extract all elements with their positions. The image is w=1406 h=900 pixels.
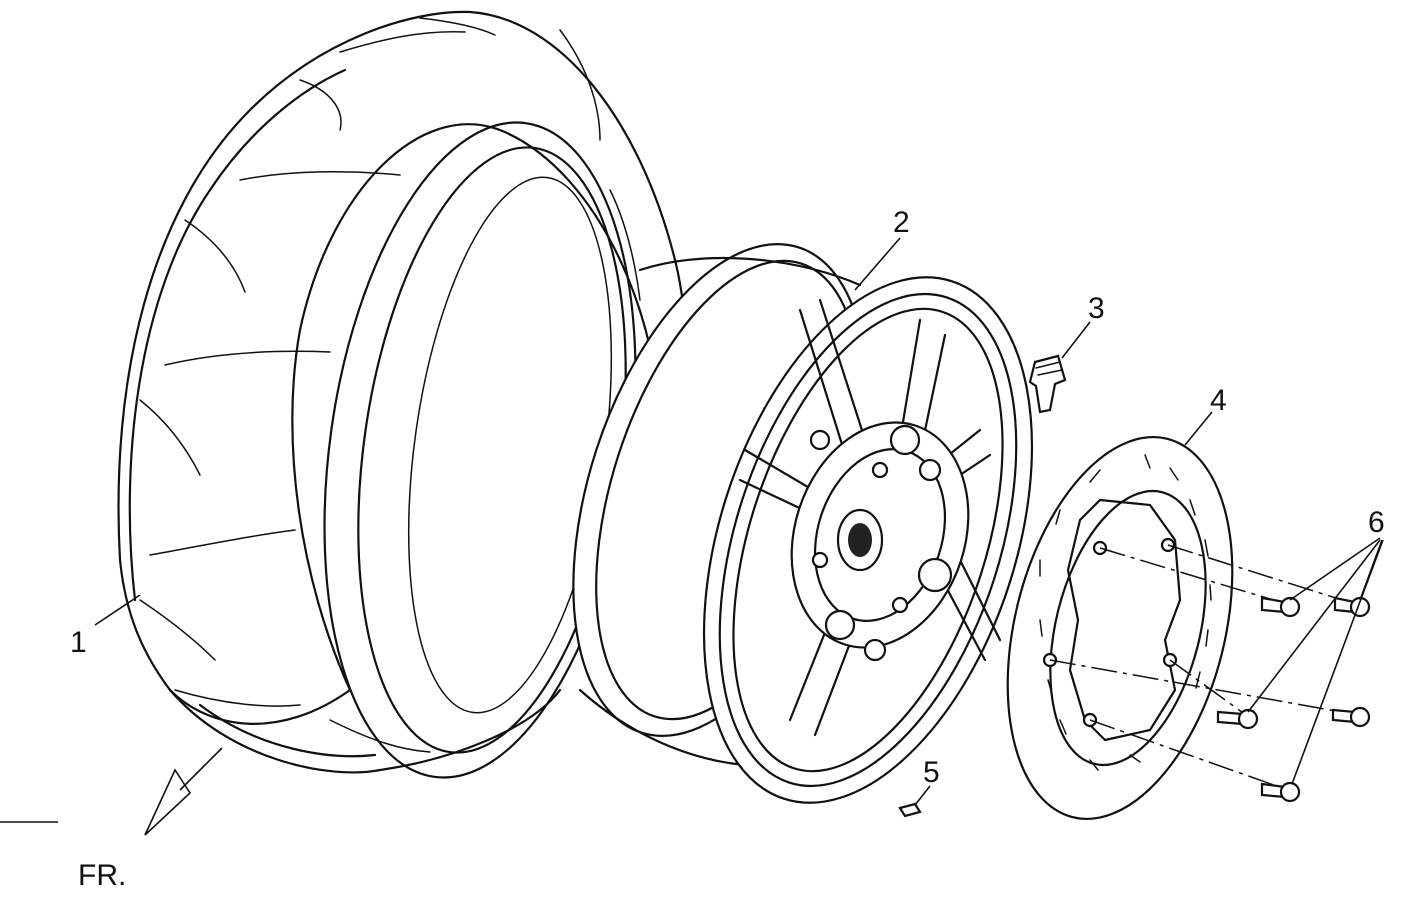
bolt bbox=[1216, 708, 1259, 730]
front-direction-marker: FR. bbox=[0, 747, 223, 892]
bolt bbox=[1331, 706, 1371, 728]
tire-valve bbox=[1028, 354, 1067, 414]
disc-bolts bbox=[1216, 596, 1371, 803]
callout-number: 1 bbox=[70, 626, 87, 659]
rim bbox=[572, 243, 1034, 804]
bolt bbox=[1333, 596, 1371, 618]
callout-2: 2 bbox=[854, 206, 910, 291]
callout-number: 3 bbox=[1088, 292, 1105, 325]
bolt bbox=[1260, 596, 1301, 618]
direction-label: FR. bbox=[78, 859, 126, 892]
bolt bbox=[1260, 781, 1301, 803]
callout-number: 6 bbox=[1368, 506, 1385, 539]
callout-number: 2 bbox=[893, 206, 910, 239]
callout-number: 5 bbox=[923, 756, 940, 789]
balance-weight bbox=[898, 802, 922, 818]
callout-3: 3 bbox=[1061, 292, 1105, 359]
callout-6: 6 bbox=[1247, 506, 1385, 785]
alignment-lines bbox=[1049, 544, 1359, 791]
callout-number: 4 bbox=[1210, 384, 1227, 417]
callout-5: 5 bbox=[914, 756, 940, 806]
callout-4: 4 bbox=[1184, 384, 1227, 446]
callout-1: 1 bbox=[70, 594, 141, 659]
